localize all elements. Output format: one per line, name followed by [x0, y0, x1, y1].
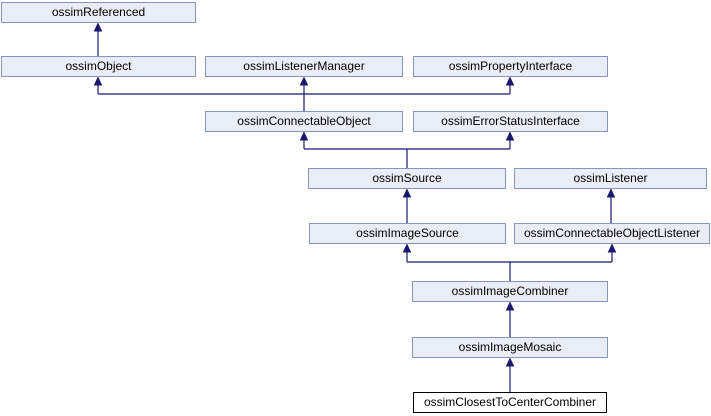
class-node-ossimImageCombiner[interactable]: ossimImageCombiner — [412, 281, 608, 302]
edge-ossimConnectableObjectListener-ossimListener — [606, 188, 616, 223]
class-node-ossimConnectableObjectListener[interactable]: ossimConnectableObjectListener — [514, 223, 710, 244]
class-node-ossimConnectableObject[interactable]: ossimConnectableObject — [205, 111, 403, 132]
class-node-ossimImageMosaic[interactable]: ossimImageMosaic — [412, 337, 608, 358]
arrowhead-icon — [299, 131, 309, 141]
class-node-ossimPropertyInterface[interactable]: ossimPropertyInterface — [413, 56, 608, 77]
class-node-ossimImageSource[interactable]: ossimImageSource — [309, 223, 506, 244]
edge-ossimSource-parents — [299, 131, 515, 168]
arrowhead-icon — [505, 76, 515, 86]
class-node-ossimSource[interactable]: ossimSource — [308, 168, 506, 189]
arrowhead-icon — [606, 188, 616, 198]
arrowhead-icon — [505, 357, 515, 367]
arrowhead-icon — [607, 243, 617, 253]
arrowhead-icon — [505, 131, 515, 141]
class-node-ossimClosestToCenterCombiner: ossimClosestToCenterCombiner — [413, 392, 607, 413]
class-node-ossimObject[interactable]: ossimObject — [1, 56, 196, 77]
edge-ossimConnectableObject-parents — [93, 76, 515, 111]
arrowhead-icon — [93, 76, 103, 86]
edge-ossimImageMosaic-ossimImageCombiner — [505, 301, 515, 337]
class-node-ossimReferenced[interactable]: ossimReferenced — [1, 2, 196, 23]
arrowhead-icon — [505, 301, 515, 311]
class-node-ossimListener[interactable]: ossimListener — [514, 168, 707, 189]
arrowhead-icon — [402, 243, 412, 253]
edge-ossimClosestToCenterCombiner-ossimImageMosaic — [505, 357, 515, 392]
arrowhead-icon — [93, 22, 103, 32]
class-node-ossimListenerManager[interactable]: ossimListenerManager — [205, 56, 403, 77]
arrowhead-icon — [402, 188, 412, 198]
class-node-ossimErrorStatusInterface[interactable]: ossimErrorStatusInterface — [413, 111, 608, 132]
arrowhead-icon — [299, 76, 309, 86]
edge-ossimImageSource-ossimSource — [402, 188, 412, 223]
edge-ossimImageCombiner-parents — [402, 243, 617, 281]
edge-ossimObject-ossimReferenced — [93, 22, 103, 56]
